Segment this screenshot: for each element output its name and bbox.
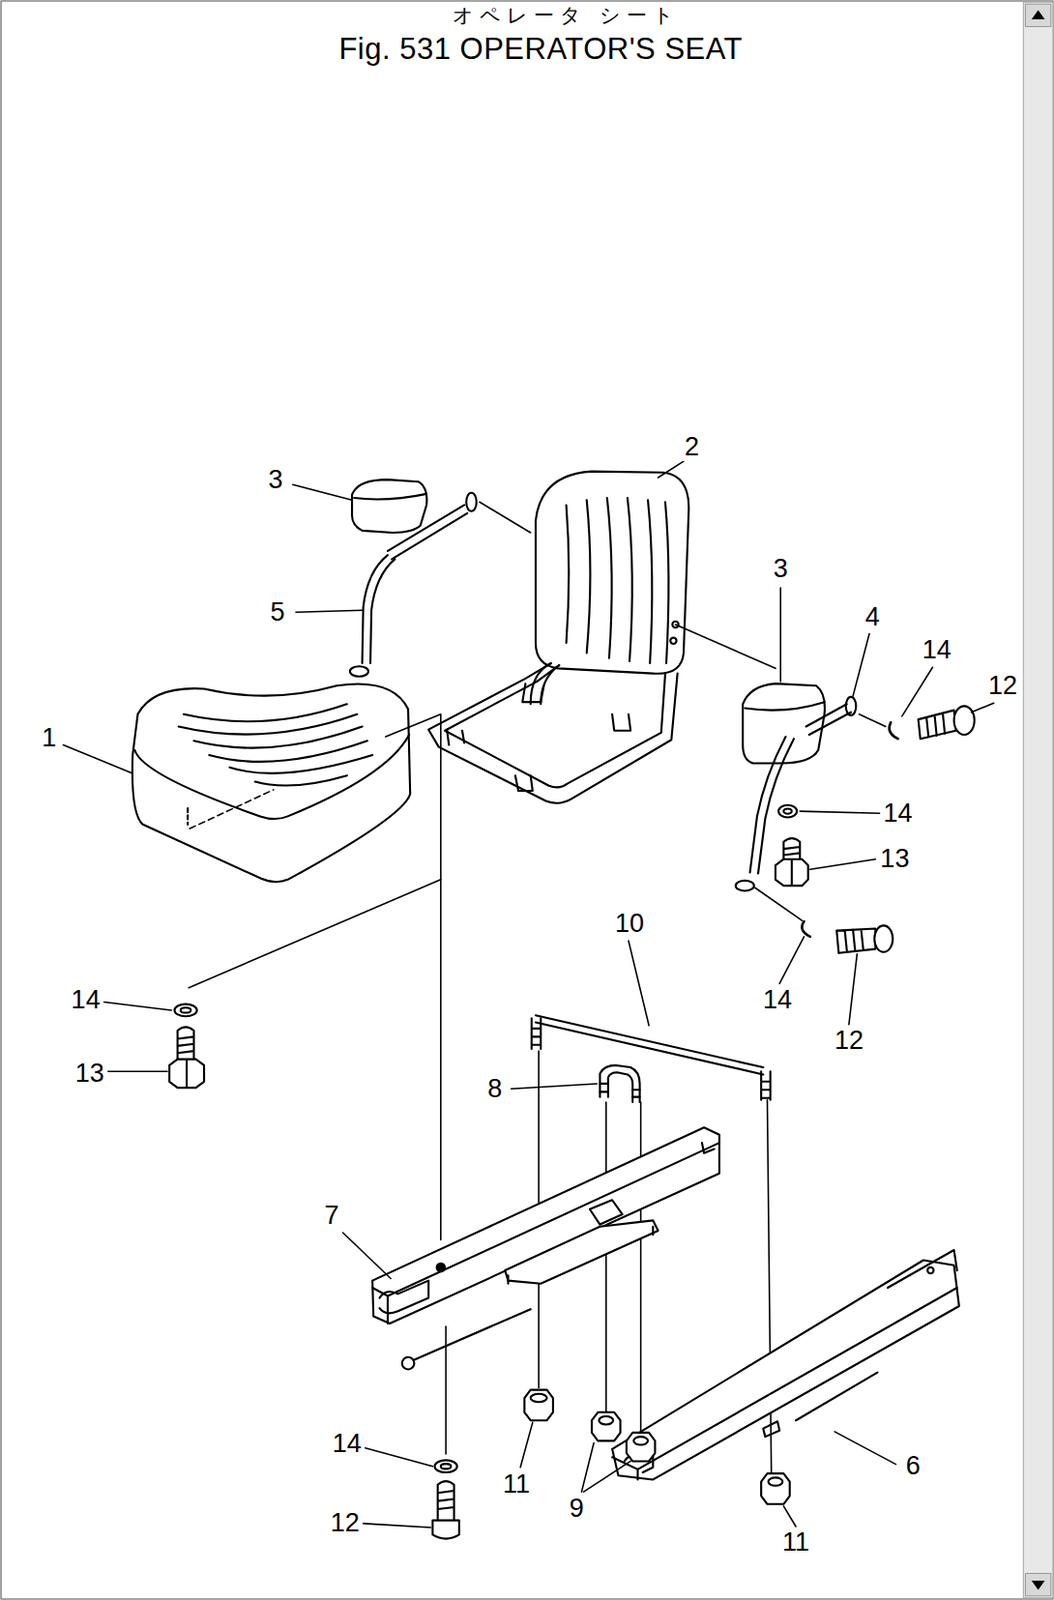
callout-number: 14 xyxy=(330,1430,364,1459)
callout-number: 13 xyxy=(73,1059,107,1088)
callout-number: 14 xyxy=(881,799,915,828)
callout-number: 12 xyxy=(986,672,1020,701)
callout-number: 3 xyxy=(265,466,285,495)
callout-number: 14 xyxy=(761,986,794,1015)
callout-number: 12 xyxy=(328,1509,362,1538)
japanese-title: オペレータ シート xyxy=(452,5,680,27)
callout-number: 11 xyxy=(500,1470,532,1499)
callout-number: 11 xyxy=(780,1528,812,1557)
callout-number: 4 xyxy=(863,603,882,632)
callout-number: 3 xyxy=(771,555,791,584)
callout-number: 5 xyxy=(267,598,287,627)
figure-title: Fig. 531 OPERATOR'S SEAT xyxy=(338,33,743,64)
callout-number: 12 xyxy=(832,1026,866,1055)
callout-number: 13 xyxy=(878,845,911,874)
callout-number: 7 xyxy=(322,1201,341,1230)
callout-number: 2 xyxy=(682,433,702,462)
callout-number: 6 xyxy=(904,1452,923,1481)
callout-number: 14 xyxy=(920,636,954,665)
callout-number: 10 xyxy=(613,909,646,938)
callout-number: 8 xyxy=(485,1075,504,1104)
callout-number: 1 xyxy=(39,724,59,753)
callout-number: 14 xyxy=(69,986,103,1015)
callout-number: 9 xyxy=(567,1494,586,1523)
